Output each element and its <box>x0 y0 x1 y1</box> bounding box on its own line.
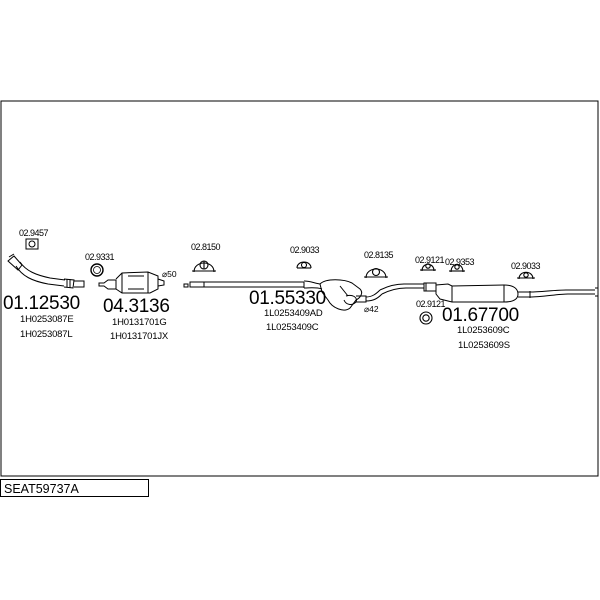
ring-icon <box>90 263 104 277</box>
part-number: 1H0131701JX <box>110 331 169 342</box>
accessory-label-ring: 02.9331 <box>85 252 115 262</box>
accessory-label-hanger-4: 02.9033 <box>511 261 541 271</box>
front-pipe-drawing <box>7 253 85 289</box>
part-number: 1L0253409C <box>266 322 319 333</box>
part-number: 1H0253087L <box>20 329 73 340</box>
rear-pipe-drawing <box>379 282 437 295</box>
joint-markers <box>303 282 531 298</box>
accessory-label-clamp-1: 02.8150 <box>191 242 221 252</box>
middle-silencer-drawing <box>319 279 383 311</box>
group-number-rear-silencer: 01.67700 <box>442 305 519 326</box>
accessory-label-hanger-3: 02.9353 <box>445 257 475 267</box>
group-number-catalyst: 04.3136 <box>103 296 170 317</box>
part-number: 1H0131701G <box>112 317 167 328</box>
diameter-label-50: ⌀50 <box>162 269 177 279</box>
hanger-2-icon <box>364 267 388 279</box>
rear-silencer-drawing <box>435 283 599 303</box>
group-number-middle-silencer: 01.55330 <box>249 288 326 309</box>
part-number: 1L0253609S <box>458 340 510 351</box>
accessory-label-clamp-3: 02.9121 <box>416 299 446 309</box>
assembly-code-box: SEAT59737A <box>0 479 149 497</box>
clamp-1-icon <box>192 260 216 273</box>
hanger-1-icon <box>296 261 312 269</box>
group-number-front-pipe: 01.12530 <box>3 293 80 314</box>
catalyst-drawing <box>98 271 165 294</box>
part-number: 1H0253087E <box>20 314 74 325</box>
gasket-icon <box>25 238 39 250</box>
hanger-3-icon <box>449 263 465 273</box>
hanger-4-icon <box>517 271 535 280</box>
clamp-3-icon <box>419 311 433 325</box>
clamp-2-icon <box>420 263 436 272</box>
middle-pipe-drawing <box>183 280 323 290</box>
accessory-label-gasket: 02.9457 <box>19 228 49 238</box>
assembly-code: SEAT59737A <box>4 482 79 496</box>
accessory-label-hanger-1: 02.9033 <box>290 245 320 255</box>
accessory-label-hanger-2: 02.8135 <box>364 250 394 260</box>
accessory-label-clamp-2: 02.9121 <box>415 255 445 265</box>
part-number: 1L0253609C <box>457 325 510 336</box>
diameter-label-42: ⌀42 <box>364 304 379 314</box>
part-number: 1L0253409AD <box>264 308 323 319</box>
